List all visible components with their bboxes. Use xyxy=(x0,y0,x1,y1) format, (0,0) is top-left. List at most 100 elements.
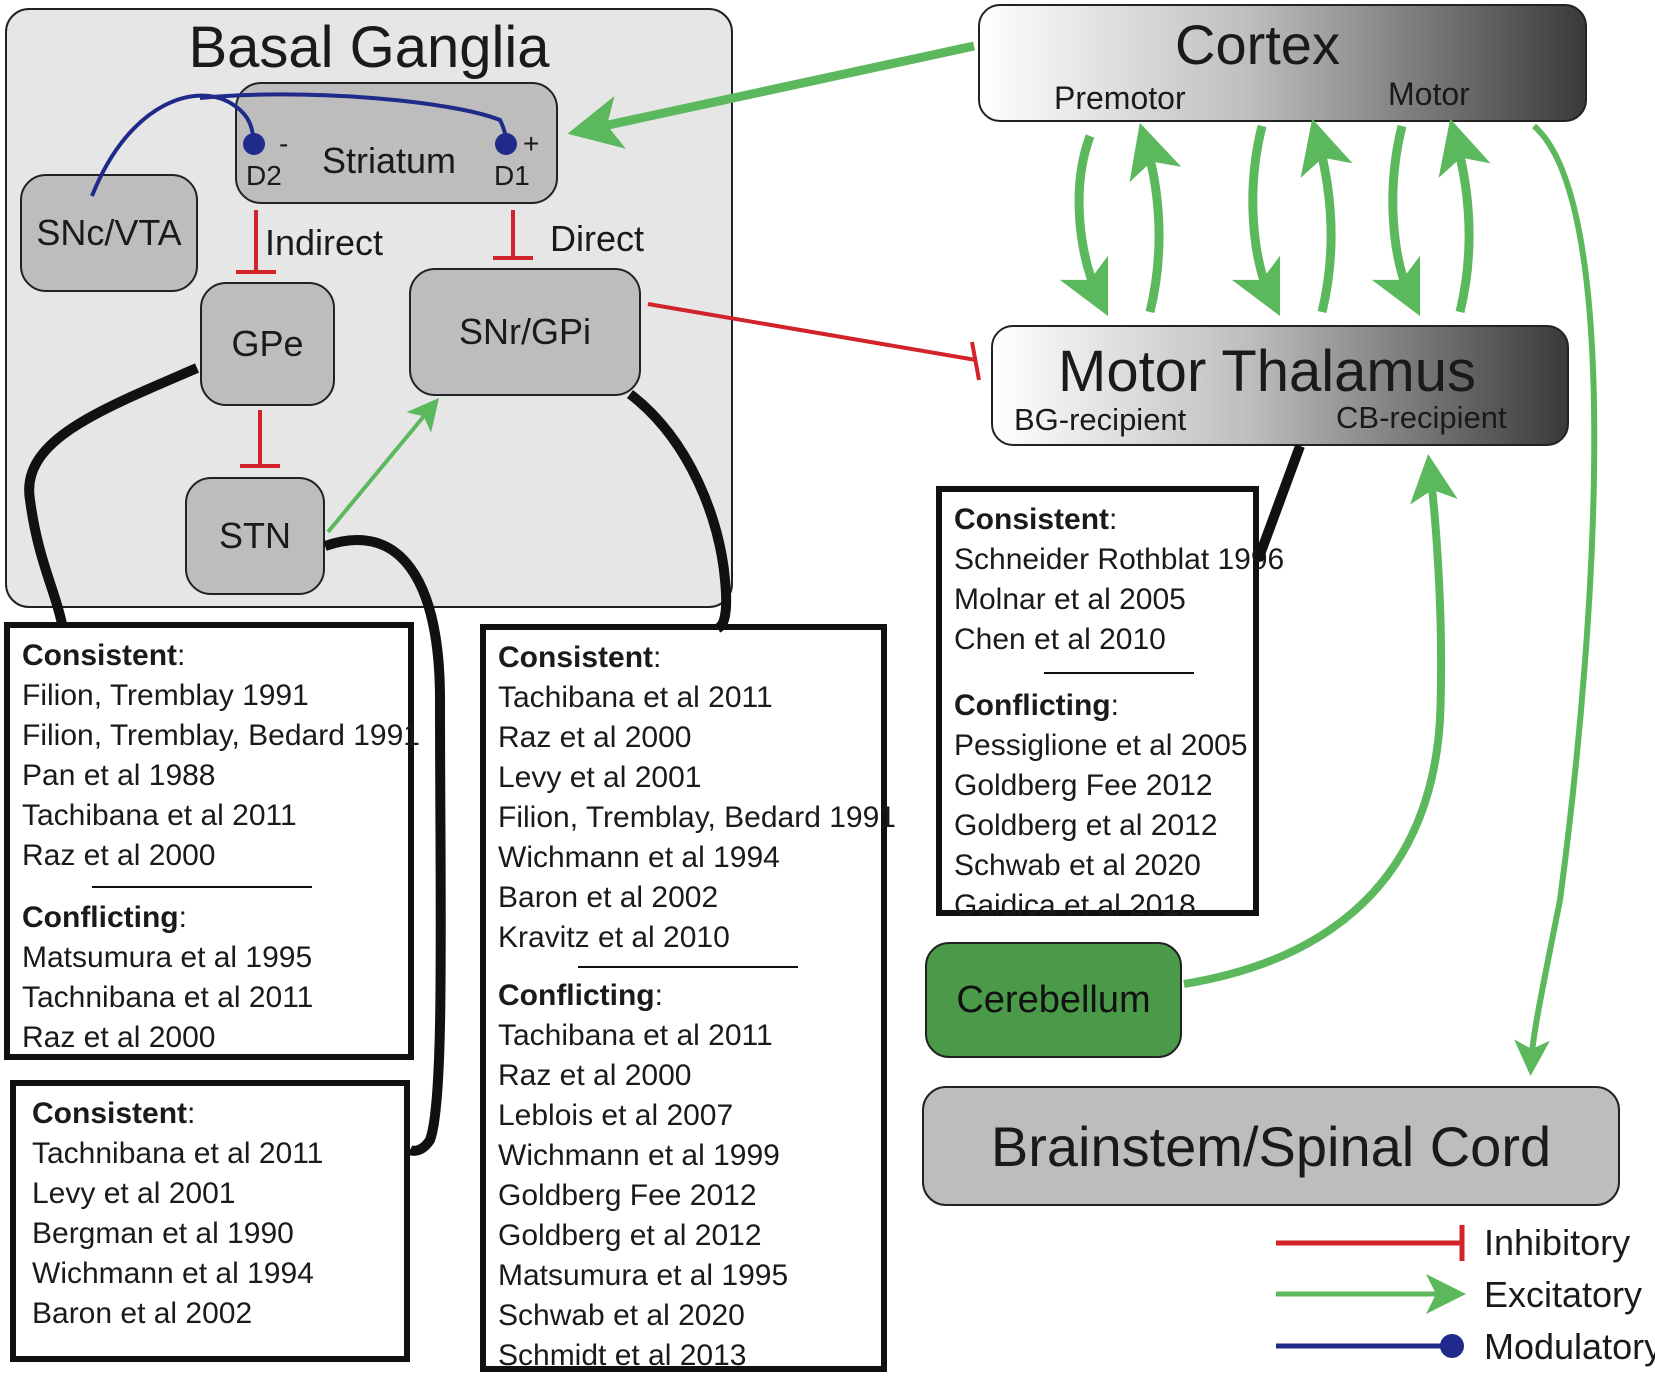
basal-ganglia-title: Basal Ganglia xyxy=(188,15,550,80)
reference-item: Baron et al 2002 xyxy=(32,1297,253,1330)
consistent-heading: Consistent: xyxy=(22,639,186,672)
reference-item: Goldberg et al 2012 xyxy=(498,1219,762,1252)
reference-item: Tachnibana et al 2011 xyxy=(22,981,314,1014)
snr-gpi-label: SNr/GPi xyxy=(458,311,591,352)
gpe-reference-box: Consistent: Filion, Tremblay 1991 Filion… xyxy=(4,622,420,1060)
reference-item: Schwab et al 2020 xyxy=(954,849,1201,882)
reference-item: Levy et al 2001 xyxy=(498,761,702,794)
legend-inhibitory-label: Inhibitory xyxy=(1484,1222,1631,1263)
cortex-node xyxy=(978,4,1587,122)
reference-item: Filion, Tremblay, Bedard 1991 xyxy=(22,719,420,752)
reference-item: Levy et al 2001 xyxy=(32,1177,236,1210)
indirect-pathway-label: Indirect xyxy=(265,222,384,263)
consistent-list: Tachnibana et al 2011 Levy et al 2001 Be… xyxy=(32,1134,404,1334)
divider xyxy=(1044,672,1194,674)
reference-item: Raz et al 2000 xyxy=(22,839,216,872)
reference-item: Kravitz et al 2010 xyxy=(498,921,730,954)
d2-dopamine-terminal xyxy=(243,133,265,155)
stn-reference-box: Consistent: Tachnibana et al 2011 Levy e… xyxy=(10,1080,410,1362)
snc-vta-node: SNc/VTA xyxy=(20,174,198,292)
stn-snr-excitatory-line xyxy=(326,397,440,534)
reference-item: Molnar et al 2005 xyxy=(954,583,1186,616)
reference-item: Schneider Rothblat 1996 xyxy=(954,543,1285,576)
reference-item: Raz et al 2000 xyxy=(22,1021,216,1054)
reference-item: Gaidica et al 2018 xyxy=(954,889,1196,922)
stn-to-refbox-line xyxy=(323,535,446,1156)
cerebellum-node: Cerebellum xyxy=(925,942,1182,1058)
snr-gpi-reference-box: Consistent: Tachibana et al 2011 Raz et … xyxy=(480,624,896,1372)
cortex-thal-down-2 xyxy=(1231,124,1281,317)
reference-item: Goldberg et al 2012 xyxy=(954,809,1218,842)
reference-item: Schmidt et al 2013 xyxy=(498,1339,747,1372)
reference-item: Raz et al 2000 xyxy=(498,721,692,754)
d1-dopamine-terminal xyxy=(495,133,517,155)
reference-item: Matsumura et al 1995 xyxy=(498,1259,789,1292)
consistent-heading: Consistent: xyxy=(954,503,1118,536)
consistent-list: Tachibana et al 2011 Raz et al 2000 Levy… xyxy=(498,678,896,958)
conflicting-list: Tachibana et al 2011 Raz et al 2000 Lebl… xyxy=(498,1016,881,1376)
legend-excitatory-label: Excitatory xyxy=(1484,1274,1643,1315)
cb-recipient-label: CB-recipient xyxy=(1336,400,1507,435)
reference-item: Filion, Tremblay, Bedard 1991 xyxy=(498,801,896,834)
conflicting-heading: Conflicting: xyxy=(22,901,187,934)
gpe-label: GPe xyxy=(231,323,304,364)
reference-item: Baron et al 2002 xyxy=(498,881,719,914)
d1-label: D1 xyxy=(494,160,530,191)
thalamus-reference-box: Consistent: Schneider Rothblat 1996 Moln… xyxy=(936,486,1285,922)
cortex-title: Cortex xyxy=(1175,13,1340,76)
reference-item: Goldberg Fee 2012 xyxy=(954,769,1213,802)
snc-vta-label: SNc/VTA xyxy=(36,212,182,253)
reference-item: Wichmann et al 1994 xyxy=(498,841,780,874)
reference-item: Tachibana et al 2011 xyxy=(498,1019,773,1052)
consistent-heading: Consistent: xyxy=(32,1097,196,1130)
modulatory-dopamine-arc xyxy=(90,93,256,197)
snr-thal-inhibitory-bar xyxy=(970,341,981,381)
d2-label: D2 xyxy=(246,160,282,191)
stn-label: STN xyxy=(219,515,291,556)
stn-node: STN xyxy=(185,477,325,595)
thal-cortex-up-1 xyxy=(1129,122,1182,314)
motor-thalamus-title: Motor Thalamus xyxy=(1058,339,1476,404)
bg-recipient-label: BG-recipient xyxy=(1014,402,1187,437)
consistent-heading: Consistent: xyxy=(498,641,662,674)
direct-pathway-label: Direct xyxy=(550,218,645,259)
reference-item: Bergman et al 1990 xyxy=(32,1217,294,1250)
reference-item: Pan et al 1988 xyxy=(22,759,216,792)
legend-modulatory-terminal xyxy=(1440,1334,1464,1358)
reference-item: Wichmann et al 1994 xyxy=(32,1257,314,1290)
consistent-list: Filion, Tremblay 1991 Filion, Tremblay, … xyxy=(22,676,420,876)
consistent-list: Schneider Rothblat 1996 Molnar et al 200… xyxy=(954,540,1285,660)
d1-plus-sign: + xyxy=(523,128,540,159)
cortex-brainstem-excitatory-line xyxy=(1514,123,1598,1076)
d2-minus-sign: - xyxy=(279,128,289,159)
motor-thalamus-node xyxy=(991,325,1569,446)
motor-label: Motor xyxy=(1388,76,1470,112)
reference-item: Filion, Tremblay 1991 xyxy=(22,679,309,712)
reference-item: Tachibana et al 2011 xyxy=(22,799,297,832)
reference-item: Goldberg Fee 2012 xyxy=(498,1179,757,1212)
cerebellum-label: Cerebellum xyxy=(956,978,1151,1021)
brainstem-spinal-cord-label: Brainstem/Spinal Cord xyxy=(990,1114,1552,1178)
reference-item: Leblois et al 2007 xyxy=(498,1099,734,1132)
striatum-label: Striatum xyxy=(322,140,457,181)
cortex-striatum-excitatory-line xyxy=(567,41,975,149)
brainstem-spinal-cord-node: Brainstem/Spinal Cord xyxy=(922,1086,1620,1206)
premotor-label: Premotor xyxy=(1054,80,1186,116)
snr-thal-inhibitory-line xyxy=(647,302,977,362)
conflicting-list: Pessiglione et al 2005 Goldberg Fee 2012… xyxy=(954,726,1253,926)
gpe-node: GPe xyxy=(200,282,335,406)
thal-cortex-up-2 xyxy=(1300,118,1353,314)
conflicting-list: Matsumura et al 1995 Tachnibana et al 20… xyxy=(22,938,408,1058)
cortex-thal-down-3 xyxy=(1371,124,1421,317)
reference-item: Raz et al 2000 xyxy=(498,1059,692,1092)
divider xyxy=(578,966,798,968)
cerebellum-thal-excitatory-line xyxy=(1183,454,1458,988)
thal-cortex-up-3 xyxy=(1438,118,1491,314)
reference-item: Schwab et al 2020 xyxy=(498,1299,745,1332)
reference-item: Chen et al 2010 xyxy=(954,623,1166,656)
snr-to-refbox-line xyxy=(626,390,732,633)
reference-item: Pessiglione et al 2005 xyxy=(954,729,1248,762)
reference-item: Tachibana et al 2011 xyxy=(498,681,773,714)
